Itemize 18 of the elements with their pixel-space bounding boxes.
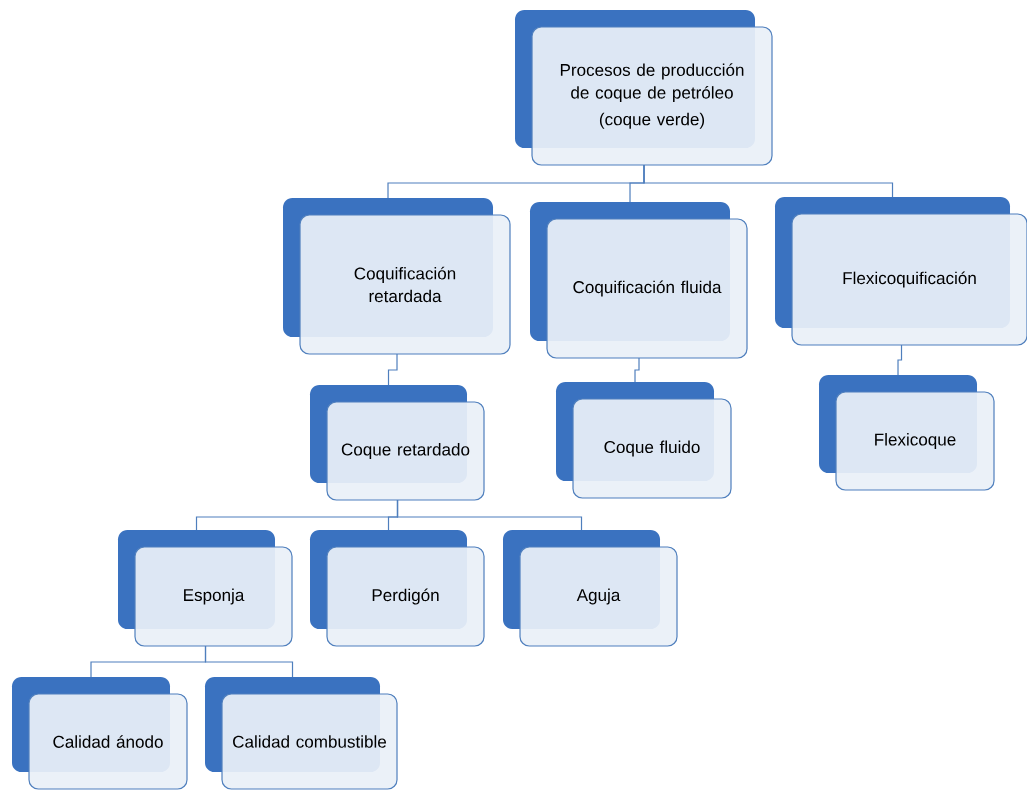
process-card: Procesos de producción de coque de petróleo (coque verde) — [515, 10, 773, 166]
process-card: Coque retardado — [310, 385, 485, 501]
connector-line — [396, 499, 583, 531]
process-card: Calidad ánodo — [12, 677, 188, 790]
process-card: Coquificación retardada — [283, 198, 511, 355]
process-card: Coque fluido — [556, 382, 732, 499]
connector-line — [897, 344, 903, 376]
process-card: Aguja — [503, 530, 678, 647]
process-card: Calidad combustible — [205, 677, 398, 790]
process-card: Perdigón — [310, 530, 485, 647]
process-card: Esponja — [118, 530, 293, 647]
connector-line — [634, 357, 640, 383]
connector-line — [204, 645, 294, 678]
process-card: Flexicoque — [819, 375, 995, 491]
connector-line — [643, 164, 894, 198]
process-card: Flexicoquificación — [775, 197, 1027, 346]
process-card: Coquificación fluida — [530, 202, 748, 359]
connector-line — [387, 353, 398, 386]
